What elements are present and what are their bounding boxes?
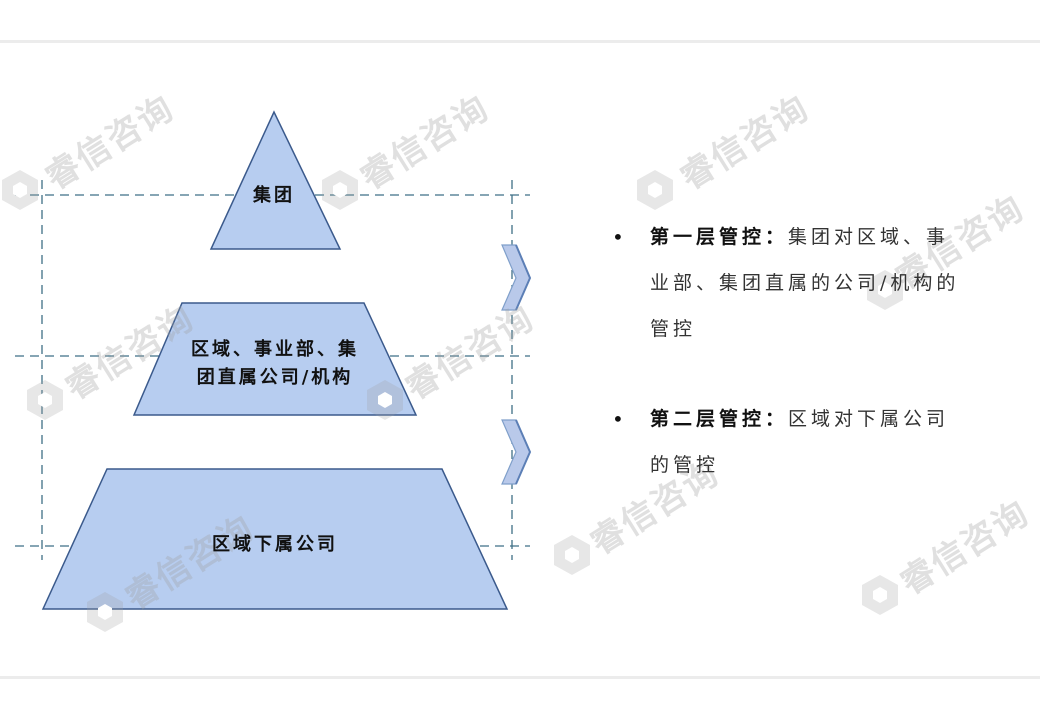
pyramid-top-label: 集团 (253, 185, 295, 206)
pyramid-middle-trapezoid (132, 302, 418, 416)
bullet-dot: • (612, 225, 628, 249)
watermark-logo-icon (862, 575, 898, 615)
chevron-arrow-icon-1 (501, 244, 532, 311)
chevron-arrow-icon-2 (501, 419, 532, 485)
bullet-list: • 第一层管控：集团对区域、事 业部、集团直属的公司/机构的 管控 • 第二层管… (612, 214, 1012, 488)
watermark-logo-icon (554, 535, 590, 575)
watermark-logo-icon (867, 270, 903, 310)
pyramid-middle-label-line2: 团直属公司/机构 (196, 367, 354, 388)
pyramid-top-triangle (209, 110, 342, 250)
bullet-body-line1: 集团对区域、事 (788, 226, 950, 248)
bullet-body-line2: 的管控 (650, 454, 720, 476)
bullet-body-line1: 区域对下属公司 (788, 408, 950, 430)
pyramid-bottom-label: 区域下属公司 (212, 534, 338, 555)
bullet-title: 第一层管控： (650, 226, 789, 248)
pyramid-bottom-trapezoid (41, 468, 509, 610)
top-divider (0, 40, 1040, 43)
bullet-item-1: • 第一层管控：集团对区域、事 业部、集团直属的公司/机构的 管控 (612, 214, 1012, 352)
bullet-body-line3: 管控 (650, 318, 697, 340)
watermark-logo-icon (322, 170, 358, 210)
bullet-dot: • (612, 407, 628, 431)
bottom-divider (0, 676, 1040, 679)
watermark-logo-icon (637, 170, 673, 210)
watermark-logo-icon (87, 592, 123, 632)
watermark-logo-icon (2, 170, 38, 210)
watermark-logo-icon (27, 380, 63, 420)
bullet-title: 第二层管控： (650, 408, 789, 430)
pyramid-middle-label: 区域、事业部、集 团直属公司/机构 (160, 336, 390, 392)
bullet-body-line2: 业部、集团直属的公司/机构的 (650, 272, 960, 294)
bullet-item-2: • 第二层管控：区域对下属公司 的管控 (612, 396, 1012, 488)
watermark-logos (2, 170, 903, 632)
pyramid-middle-label-line1: 区域、事业部、集 (191, 339, 359, 360)
watermark-logo-icon (367, 380, 403, 420)
